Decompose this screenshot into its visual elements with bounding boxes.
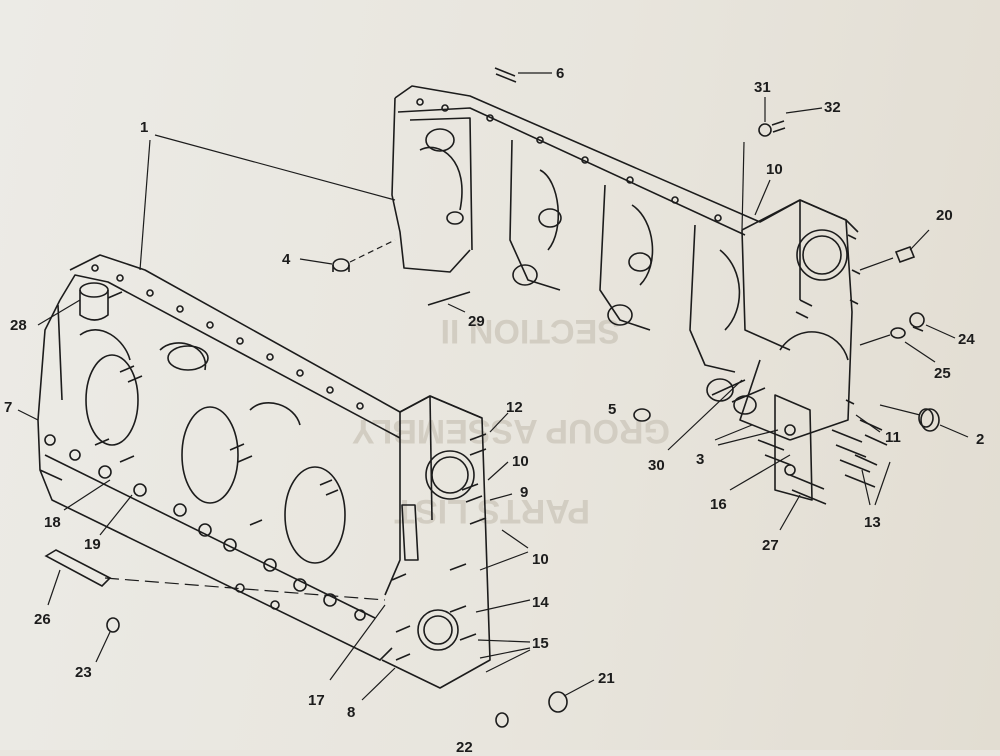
svg-text:PARTS LIST: PARTS LIST: [394, 492, 590, 530]
callout-17: 17: [308, 692, 325, 709]
callout-16: 16: [710, 496, 727, 513]
callout-10-mid: 10: [512, 453, 529, 470]
callout-1: 1: [140, 119, 149, 136]
callout-30: 30: [648, 457, 665, 474]
callout-24: 24: [958, 331, 975, 348]
svg-text:SECTION II: SECTION II: [441, 312, 620, 350]
callout-14: 14: [532, 594, 549, 611]
callout-13: 13: [864, 514, 881, 531]
callout-3: 3: [696, 451, 705, 468]
callout-23: 23: [75, 664, 92, 681]
leader-lines: [17, 72, 969, 701]
rear-block-housing: [391, 85, 861, 501]
callout-26: 26: [34, 611, 51, 628]
callout-2: 2: [976, 431, 985, 448]
loose-parts: [44, 67, 940, 728]
callout-32: 32: [824, 99, 841, 116]
callout-18: 18: [44, 514, 61, 531]
callout-28: 28: [10, 317, 27, 334]
callout-25: 25: [934, 365, 951, 382]
callout-20: 20: [936, 207, 953, 224]
svg-text:GROUP ASSEMBLY: GROUP ASSEMBLY: [352, 412, 670, 450]
callout-9: 9: [520, 484, 529, 501]
callout-22: 22: [456, 739, 473, 756]
callout-27: 27: [762, 537, 779, 554]
callout-11: 11: [885, 429, 901, 446]
callout-5: 5: [608, 401, 617, 418]
callout-29: 29: [468, 313, 485, 330]
callout-21: 21: [598, 670, 615, 687]
front-block-housing: [37, 254, 491, 689]
callout-10-low: 10: [532, 551, 549, 568]
callout-6: 6: [556, 65, 565, 82]
callout-12: 12: [506, 399, 523, 416]
bleed-through-text: SECTION II GROUP ASSEMBLY PARTS LIST: [352, 312, 670, 530]
callout-31: 31: [754, 79, 771, 96]
callout-15: 15: [532, 635, 549, 652]
callout-10-top: 10: [766, 161, 783, 178]
callout-4: 4: [282, 251, 291, 268]
callout-7: 7: [4, 399, 13, 416]
callout-19: 19: [84, 536, 101, 553]
callout-8: 8: [347, 704, 356, 721]
